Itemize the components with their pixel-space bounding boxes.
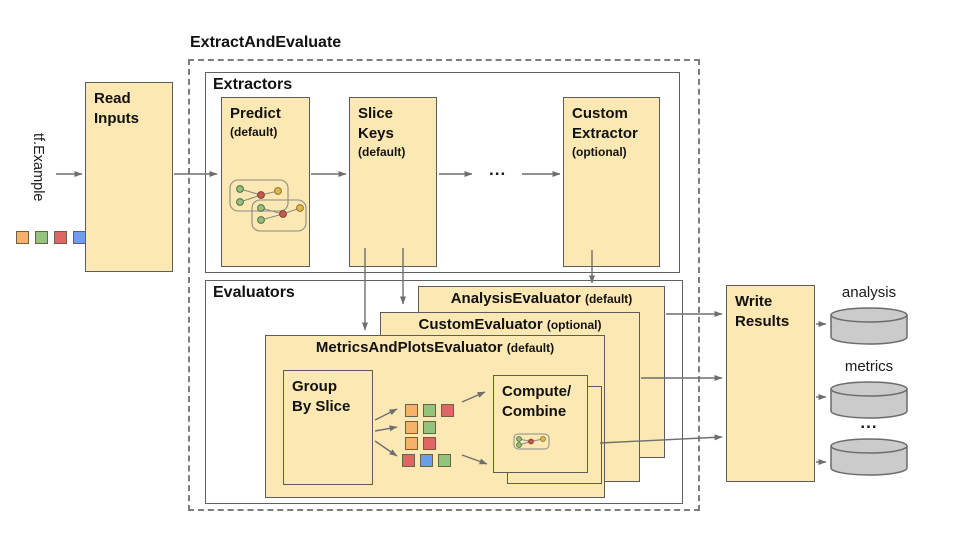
predict-qualifier: (default) <box>230 124 278 139</box>
extractors-label: Extractors <box>213 76 293 93</box>
group-by-slice-line1: Group <box>292 378 337 395</box>
slice-square <box>423 404 436 417</box>
slice-group-row-2 <box>405 421 436 434</box>
slice-square <box>441 404 454 417</box>
slice-square <box>420 454 433 467</box>
slice-group-row-4 <box>402 454 451 467</box>
metrics-plots-evaluator-qualifier: (default) <box>506 341 555 355</box>
diagram-title: ExtractAndEvaluate <box>190 34 342 51</box>
predict-title: Predict <box>230 105 281 122</box>
analysis-evaluator-title: AnalysisEvaluator (default) <box>419 290 664 307</box>
write-results-line2: Results <box>735 312 790 330</box>
slice-keys-extractor-node: Slice Keys (default) <box>349 97 437 267</box>
input-label: tf.Example <box>30 132 46 202</box>
metrics-plots-evaluator-name: MetricsAndPlotsEvaluator <box>315 339 503 356</box>
read-inputs-title-line1: Read <box>94 90 131 107</box>
analysis-evaluator-qualifier: (default) <box>584 292 633 306</box>
extractors-ellipsis: ... <box>489 160 507 179</box>
read-inputs-node: Read Inputs <box>85 82 173 272</box>
custom-evaluator-title: CustomEvaluator (optional) <box>381 316 639 333</box>
extract-and-evaluate-boundary <box>188 59 700 511</box>
slice-keys-title-line2: Keys <box>358 124 394 142</box>
custom-evaluator-name: CustomEvaluator <box>418 316 543 333</box>
custom-extractor-node: Custom Extractor (optional) <box>563 97 660 267</box>
slice-square <box>405 404 418 417</box>
database-cylinder-metrics <box>830 381 908 419</box>
compute-combine-graph-icon <box>513 433 550 450</box>
compute-combine-line1: Compute/ <box>502 383 572 400</box>
extractors-group: Extractors <box>205 72 680 273</box>
slice-square <box>405 421 418 434</box>
output-label-analysis: analysis <box>841 284 897 301</box>
slice-group-row-1 <box>405 404 454 417</box>
evaluators-label: Evaluators <box>213 284 295 301</box>
example-square <box>16 231 29 244</box>
example-square <box>54 231 67 244</box>
slice-square <box>438 454 451 467</box>
compute-combine-node: Compute/ Combine <box>493 375 588 473</box>
custom-extractor-title-line1: Custom <box>572 105 628 122</box>
read-inputs-title-line2: Inputs <box>94 109 139 127</box>
output-label-metrics: metrics <box>844 358 894 375</box>
evaluators-group: Evaluators <box>205 280 683 504</box>
input-example-squares <box>16 231 86 244</box>
example-square <box>35 231 48 244</box>
slice-keys-qualifier: (default) <box>358 144 406 159</box>
database-cylinder-analysis <box>830 307 908 345</box>
group-by-slice-line2: By Slice <box>292 397 351 415</box>
custom-extractor-title-line2: Extractor <box>572 124 638 142</box>
custom-extractor-qualifier: (optional) <box>572 144 627 159</box>
slice-square <box>423 437 436 450</box>
database-cylinder-other <box>830 438 908 476</box>
slice-group-row-3 <box>405 437 436 450</box>
slice-square <box>423 421 436 434</box>
write-results-line1: Write <box>735 293 773 310</box>
slice-keys-title-line1: Slice <box>358 105 394 122</box>
analysis-evaluator-name: AnalysisEvaluator <box>450 290 581 307</box>
write-results-node: Write Results <box>726 285 815 482</box>
metrics-plots-evaluator-title: MetricsAndPlotsEvaluator (default) <box>266 339 604 356</box>
compute-combine-line2: Combine <box>502 402 567 420</box>
predict-extractor-node: Predict (default) <box>221 97 310 267</box>
slice-square <box>405 437 418 450</box>
group-by-slice-node: Group By Slice <box>283 370 373 485</box>
custom-evaluator-qualifier: (optional) <box>546 318 602 332</box>
slice-square <box>402 454 415 467</box>
predict-graph-icon <box>229 179 307 232</box>
